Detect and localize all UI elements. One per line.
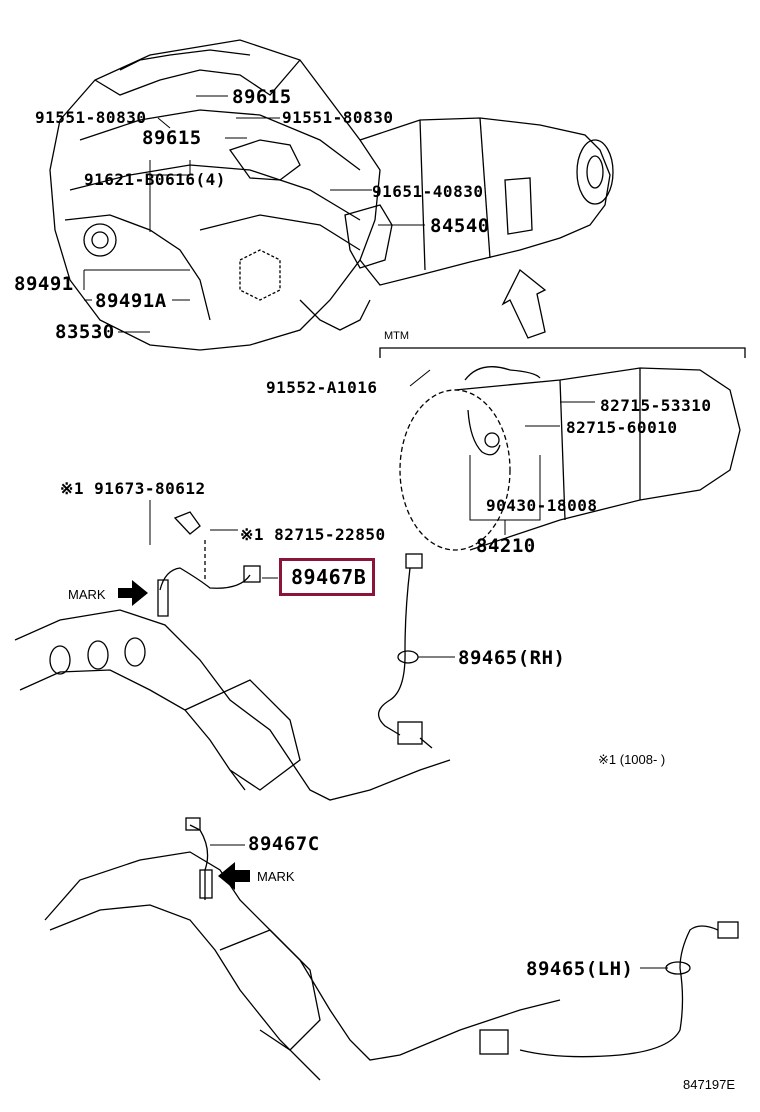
label-91621: 91621-B0616(4) [84, 170, 226, 189]
label-89467C: 89467C [248, 833, 320, 855]
label-82715-60010: 82715-60010 [566, 418, 678, 437]
label-89615-mid: 89615 [142, 127, 202, 149]
label-82715-22850: ※1 82715-22850 [240, 525, 386, 544]
label-mtm: MTM [384, 330, 410, 342]
engine-illustration [49, 39, 381, 351]
exhaust-manifold-rh [14, 609, 451, 801]
label-91551-80830-left: 91551-80830 [35, 108, 147, 127]
label-89491A: 89491A [95, 290, 167, 312]
label-89615-top: 89615 [232, 86, 292, 108]
label-83530: 83530 [55, 321, 115, 343]
label-mark-bottom: MARK [257, 869, 295, 884]
label-90430: 90430-18008 [486, 496, 598, 515]
figure-code: 847197E [683, 1077, 736, 1092]
sensor-89465LH-illustration [479, 921, 739, 1058]
label-89467B[interactable]: 89467B [291, 565, 367, 589]
label-84540: 84540 [430, 215, 490, 237]
label-82715-53310: 82715-53310 [600, 396, 712, 415]
label-89491: 89491 [14, 273, 74, 295]
mark-arrow-top [118, 580, 148, 606]
footnote-1: ※1 (1008- ) [598, 752, 666, 767]
label-91651: 91651-40830 [372, 182, 484, 201]
mtm-bracket [379, 347, 746, 358]
label-91551-80830-right: 91551-80830 [282, 108, 394, 127]
label-89465-rh: 89465(RH) [458, 647, 566, 669]
leader-lines [83, 95, 668, 969]
mtm-transmission-illustration [399, 366, 741, 551]
label-91552: 91552-A1016 [266, 378, 378, 397]
highlight-box-89467B[interactable] [279, 558, 375, 596]
transmission-illustration [344, 117, 614, 286]
label-91673: ※1 91673-80612 [60, 479, 206, 498]
label-89465-lh: 89465(LH) [526, 958, 634, 980]
mark-arrow-bottom [218, 862, 250, 890]
sensor-89465RH-illustration [378, 553, 433, 749]
sensor-89467B-illustration [157, 511, 261, 617]
direction-arrow [501, 268, 547, 339]
label-mark-top: MARK [68, 587, 106, 602]
exhaust-manifold-lh [44, 817, 561, 1081]
label-84210: 84210 [476, 535, 536, 557]
